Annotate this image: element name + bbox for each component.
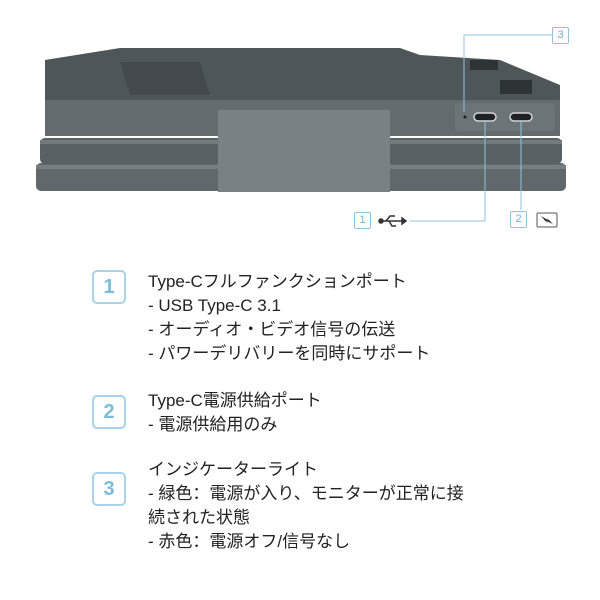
item-3-line: - 緑色：電源が入り、モニターが正常に接 [148,484,464,503]
monitor-device-illustration [36,34,566,228]
item-3-description: インジケーターライト - 緑色：電源が入り、モニターが正常に接 続された状態 -… [148,458,464,554]
usb-c-port-2 [509,112,533,122]
item-1-line: - パワーデリバリーを同時にサポート [148,344,431,363]
usb-c-port-1 [473,112,497,122]
item-3-line: - 赤色：電源オフ/信号なし [148,532,351,551]
callout-3: 3 [552,27,569,44]
usb-icon [378,215,408,227]
item-1-badge: 1 [92,270,126,304]
item-2-description: Type-C電源供給ポート - 電源供給用のみ [148,389,322,437]
item-2-title: Type-C電源供給ポート [148,391,322,410]
item-1-title: Type-Cフルファンクションポート [148,272,407,291]
item-2-line: - 電源供給用のみ [148,415,278,434]
item-1-description: Type-Cフルファンクションポート - USB Type-C 3.1 - オー… [148,270,430,366]
item-3-line: 続された状態 [148,508,250,527]
item-3-title: インジケーターライト [148,460,318,479]
callout-2: 2 [510,211,527,228]
power-bolt-icon [536,212,558,228]
item-3-badge: 3 [92,472,126,506]
callout-1: 1 [354,212,371,229]
item-2-badge: 2 [92,395,126,429]
item-1-line: - オーディオ・ビデオ信号の伝送 [148,320,396,339]
item-1-line: - USB Type-C 3.1 [148,296,281,315]
